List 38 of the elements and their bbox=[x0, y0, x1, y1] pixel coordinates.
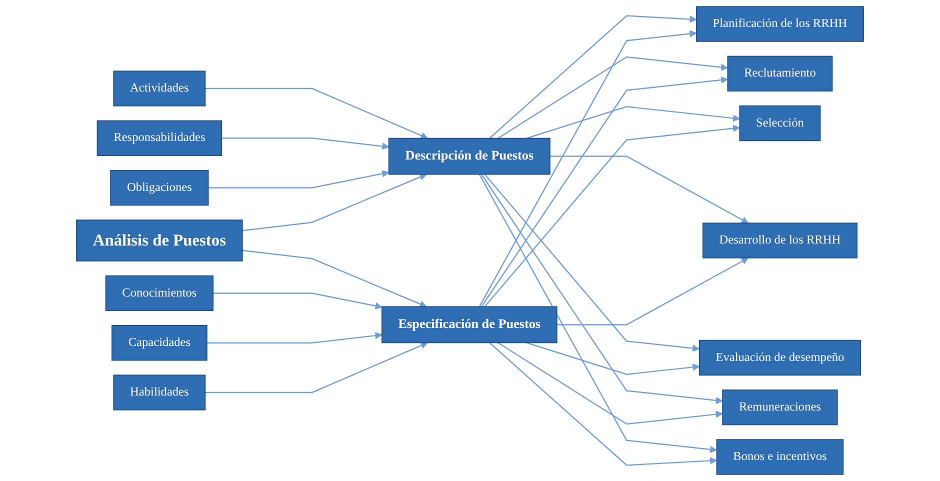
node-box: Análisis de Puestos bbox=[76, 220, 243, 262]
node-box: Habilidades bbox=[113, 374, 206, 410]
node-box: Planificación de los RRHH bbox=[696, 6, 864, 42]
arrow bbox=[498, 56, 728, 139]
arrow bbox=[208, 170, 390, 188]
arrow bbox=[480, 76, 728, 307]
arrow bbox=[526, 342, 700, 375]
arrow bbox=[480, 174, 723, 404]
arrow bbox=[213, 292, 382, 310]
arrow bbox=[489, 342, 718, 466]
node-box: Reclutamiento bbox=[727, 56, 833, 92]
node-box: Bonos e incentivos bbox=[716, 439, 844, 475]
arrow bbox=[242, 250, 427, 308]
node-box: Conocimientos bbox=[105, 275, 214, 312]
arrow bbox=[489, 15, 697, 139]
arrow bbox=[205, 88, 428, 139]
arrow bbox=[205, 342, 428, 394]
arrow bbox=[242, 174, 427, 232]
node-box: Especificación de Puestos bbox=[381, 306, 558, 344]
node-box: Capacidades bbox=[112, 325, 208, 361]
arrow bbox=[478, 174, 718, 454]
node-box: Evaluación de desempeño bbox=[698, 340, 862, 376]
node-box: Obligaciones bbox=[110, 170, 209, 206]
arrow bbox=[484, 174, 700, 352]
node-box: Descripción de Puestos bbox=[388, 138, 550, 175]
node-box: Desarrollo de los RRHH bbox=[702, 222, 858, 258]
arrow bbox=[206, 332, 382, 344]
node-box: Selección bbox=[739, 105, 821, 142]
arrow bbox=[526, 106, 740, 139]
node-box: Remuneraciones bbox=[722, 390, 838, 426]
arrow bbox=[556, 258, 749, 326]
node-box: Actividades bbox=[113, 70, 206, 106]
arrow bbox=[478, 30, 697, 307]
node-box: Responsabilidades bbox=[96, 120, 222, 156]
arrow bbox=[550, 156, 749, 224]
arrow bbox=[484, 124, 740, 308]
arrow bbox=[222, 138, 390, 150]
arrow bbox=[498, 342, 723, 425]
